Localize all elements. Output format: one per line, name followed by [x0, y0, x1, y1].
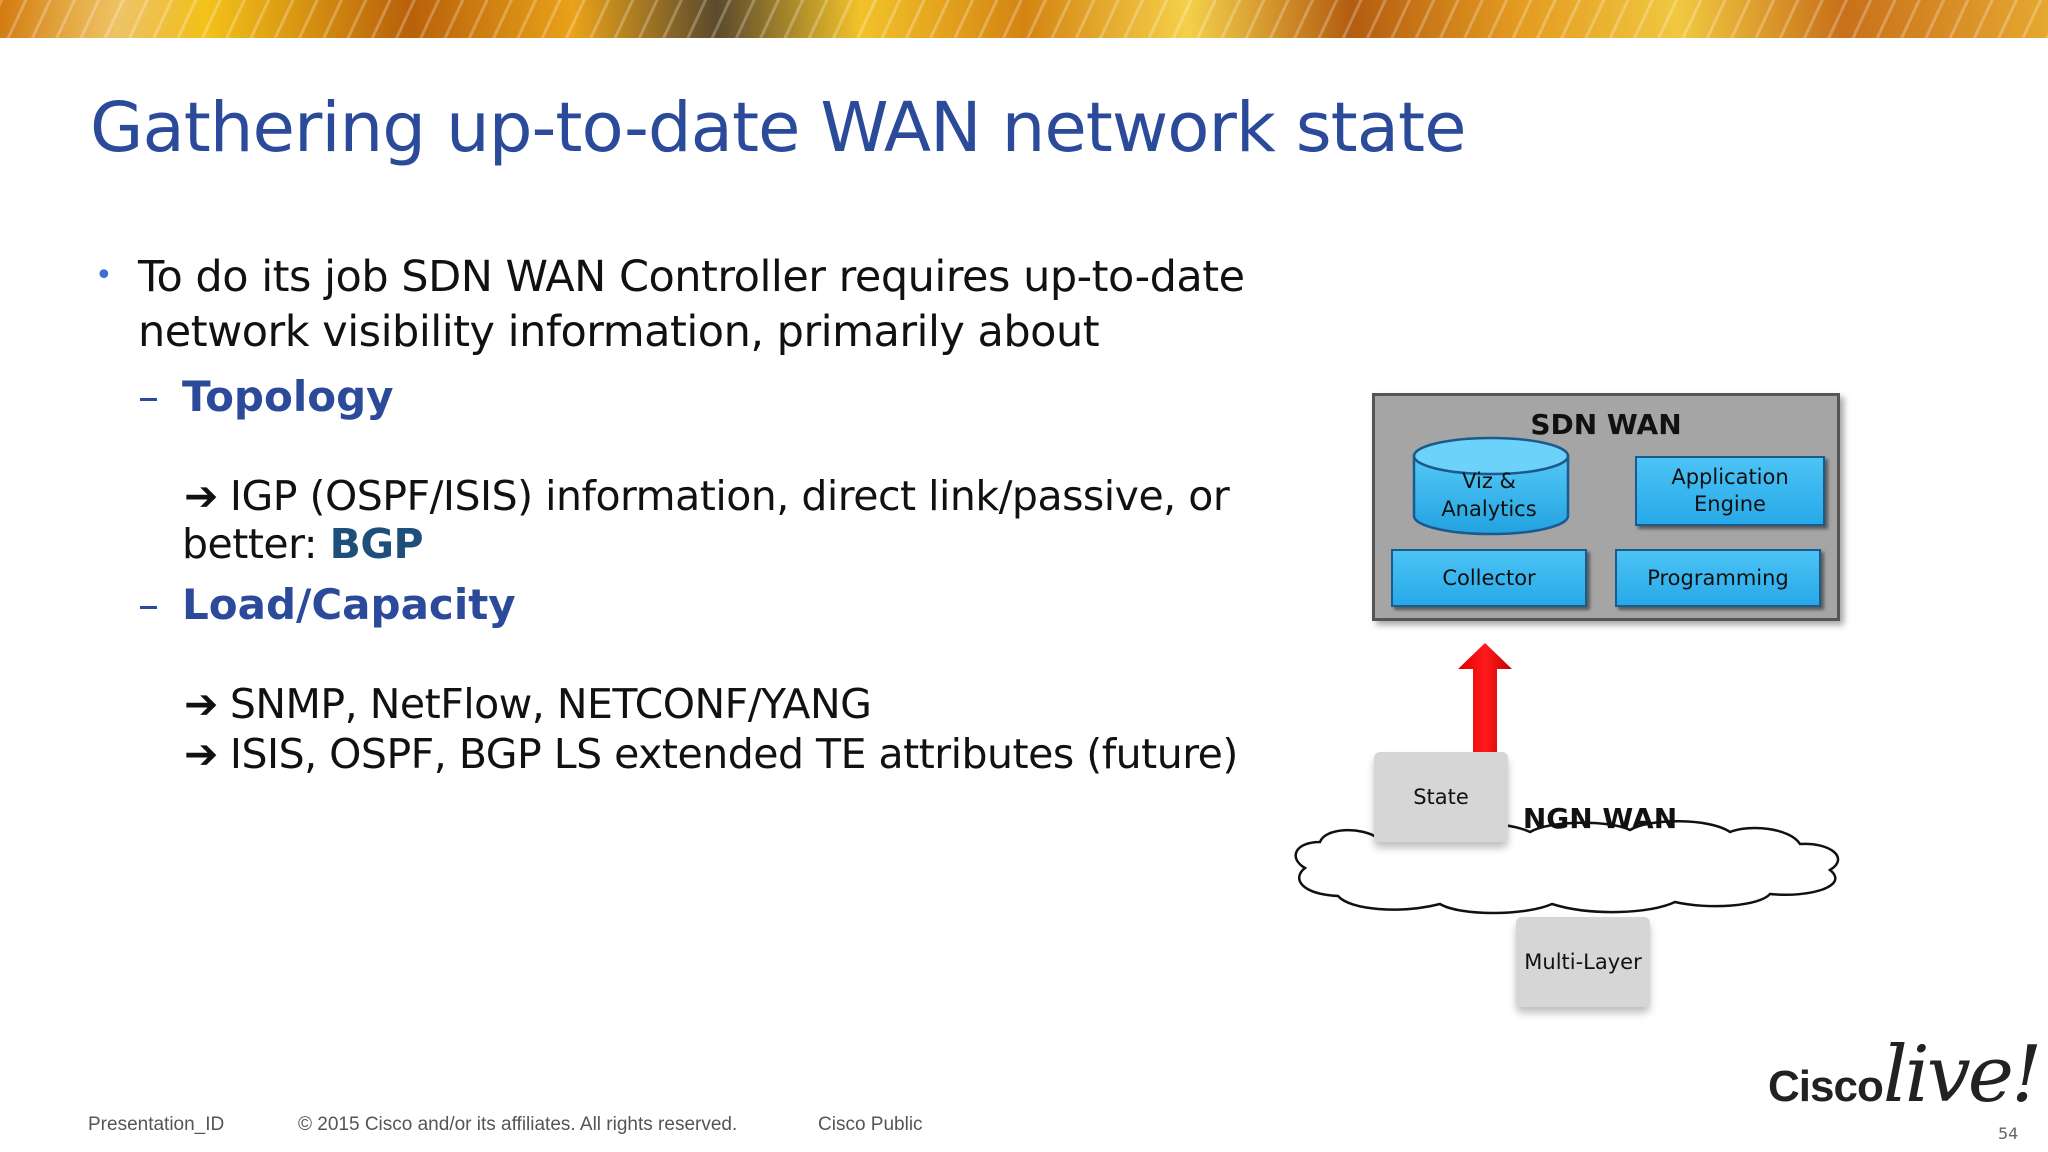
state-box: State [1374, 752, 1508, 842]
load-detail-text-1: SNMP, NetFlow, NETCONF/YANG [229, 680, 872, 728]
sub-bullet-dash: – [138, 580, 159, 629]
sdn-wan-controller-box: SDN WAN Application Engine Collector Pro… [1372, 393, 1840, 621]
right-arrow-icon: ➔ [184, 472, 218, 520]
classification-label: Cisco Public [818, 1114, 923, 1135]
ngn-wan-label: NGN WAN [1522, 802, 1678, 835]
copyright-notice: © 2015 Cisco and/or its affiliates. All … [298, 1114, 738, 1135]
header-banner-image [0, 0, 2048, 38]
slide-title: Gathering up-to-date WAN network state [90, 88, 1467, 168]
programming-box: Programming [1615, 549, 1821, 607]
page-number: 54 [1998, 1124, 2019, 1143]
topology-detail-prefix: better: [182, 520, 330, 568]
up-arrow-icon [1458, 643, 1512, 761]
logo-live-text: live! [1882, 1030, 2042, 1120]
cisco-live-logo: Ciscolive! [1768, 1030, 2042, 1120]
collector-box: Collector [1391, 549, 1587, 607]
bgp-highlight: BGP [329, 520, 424, 568]
main-bullet-text: To do its job SDN WAN Controller require… [138, 252, 1245, 357]
application-engine-box: Application Engine [1635, 456, 1825, 526]
bullet-dot-icon: • [95, 258, 113, 293]
topology-detail-line-2: better: BGP [182, 520, 424, 568]
sub-bullet-dash: – [138, 372, 159, 421]
topology-detail-line-1: ➔IGP (OSPF/ISIS) information, direct lin… [184, 472, 1230, 520]
logo-cisco-text: Cisco [1768, 1062, 1884, 1111]
cloud-shape [1294, 820, 1840, 915]
right-arrow-icon: ➔ [184, 680, 218, 728]
presentation-id: Presentation_ID [88, 1114, 225, 1135]
load-detail-line-2: ➔ISIS, OSPF, BGP LS extended TE attribut… [184, 730, 1238, 778]
multi-layer-box: Multi-Layer [1516, 917, 1650, 1007]
load-detail-text-2: ISIS, OSPF, BGP LS extended TE attribute… [229, 730, 1239, 778]
sub-bullet-load-capacity: Load/Capacity [182, 580, 516, 629]
topology-detail-text-1: IGP (OSPF/ISIS) information, direct link… [229, 472, 1230, 520]
database-cylinder-icon [1412, 436, 1570, 536]
load-detail-line-1: ➔SNMP, NetFlow, NETCONF/YANG [184, 680, 872, 728]
sub-bullet-topology: Topology [182, 372, 394, 421]
right-arrow-icon: ➔ [184, 730, 218, 778]
viz-analytics-label: Viz & Analytics [1441, 469, 1537, 521]
sdn-wan-title: SDN WAN [1530, 408, 1682, 441]
